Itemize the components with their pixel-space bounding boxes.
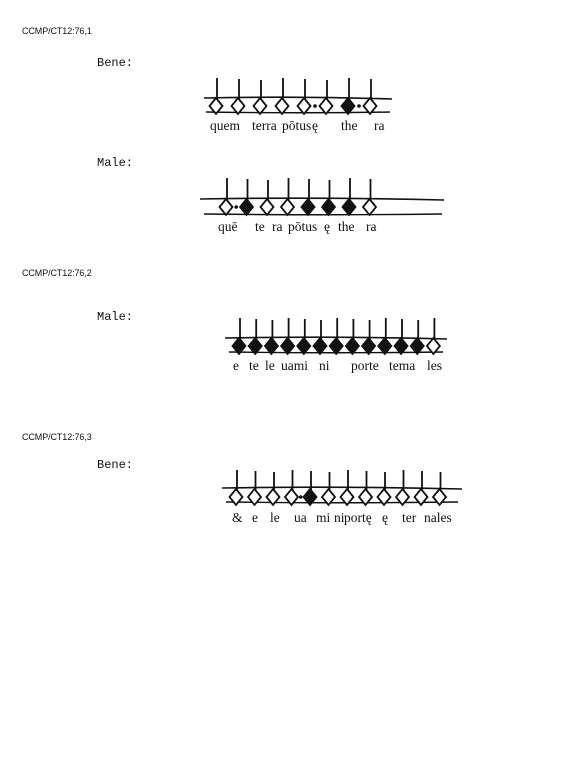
staff-line <box>199 197 445 201</box>
dot-of-division <box>357 104 361 108</box>
black-note <box>360 336 377 356</box>
white-note <box>361 197 378 217</box>
white-note <box>431 487 448 507</box>
white-note <box>228 487 244 507</box>
lyric-syllable: mi <box>316 510 331 525</box>
dot-of-division <box>313 104 317 108</box>
black-note <box>409 336 425 356</box>
lyric-syllable: ni <box>319 358 330 373</box>
lyric-syllable: le <box>270 510 280 525</box>
section-label-1: CCMP/CT12:76,1 <box>22 26 92 36</box>
lyric-syllable: te <box>255 219 265 234</box>
dot-of-division <box>234 205 239 209</box>
verdict-label-1b: Male: <box>97 156 134 170</box>
lyric-syllable: e <box>252 510 258 525</box>
black-note <box>279 336 296 356</box>
staff-line <box>203 96 393 100</box>
lyric-syllable: nales <box>424 510 452 525</box>
lyric-syllable: uami <box>281 358 308 373</box>
staff-line <box>221 486 463 490</box>
verdict-label-2: Male: <box>97 310 134 324</box>
white-note <box>246 487 263 507</box>
white-note <box>208 96 224 116</box>
lyric-syllable: le <box>265 358 275 373</box>
black-note <box>328 336 344 356</box>
white-note <box>259 197 275 217</box>
lyric-syllable: te <box>249 358 259 373</box>
verdict-label-1a: Bene: <box>97 56 134 70</box>
lyric-syllable: ę <box>312 118 318 133</box>
white-note <box>413 487 429 507</box>
lyric-syllable: quem <box>210 118 240 133</box>
white-note <box>218 197 234 217</box>
white-note <box>376 487 392 507</box>
white-note <box>320 487 337 507</box>
black-note <box>377 336 393 356</box>
lyric-syllable: ra <box>374 118 385 133</box>
black-note <box>340 96 356 116</box>
lyric-syllable: & <box>232 510 243 525</box>
lyric-syllable: ę <box>382 510 388 525</box>
black-note <box>312 336 328 356</box>
black-note <box>341 197 357 217</box>
section-label-2: CCMP/CT12:76,2 <box>22 268 92 278</box>
lyric-syllable: portę <box>344 510 372 525</box>
white-note <box>362 96 378 116</box>
white-note <box>318 96 334 116</box>
lyric-syllable: les <box>427 358 442 373</box>
lyric-syllable: pōtus <box>282 118 311 133</box>
lyric-syllable: the <box>338 219 355 234</box>
lyric-syllable: tema <box>389 358 415 373</box>
black-note <box>238 197 255 217</box>
white-note <box>265 487 281 507</box>
white-note <box>425 336 442 356</box>
lyric-syllable: terra <box>252 118 277 133</box>
lyric-syllable: ua <box>294 510 307 525</box>
lyric-syllable: pōtus <box>288 219 317 234</box>
lyric-syllable: ni <box>334 510 345 525</box>
verdict-label-3: Bene: <box>97 458 134 472</box>
lyric-syllable: e <box>233 358 239 373</box>
white-note <box>274 96 290 116</box>
lyric-syllable: ra <box>272 219 283 234</box>
staff-line <box>203 213 443 216</box>
lyric-syllable: quē <box>218 219 238 234</box>
white-note <box>279 197 296 217</box>
white-note <box>283 487 300 507</box>
black-note <box>320 197 337 217</box>
lyric-syllable: the <box>341 118 358 133</box>
black-note <box>231 336 247 356</box>
lyric-syllable: ę <box>324 219 330 234</box>
white-note <box>230 96 246 116</box>
white-note <box>296 96 312 116</box>
white-note <box>339 487 355 507</box>
black-note <box>263 336 280 356</box>
black-note <box>296 336 312 356</box>
lyric-syllable: ter <box>402 510 417 525</box>
white-note <box>394 487 411 507</box>
black-note <box>300 197 316 217</box>
black-note <box>393 336 409 356</box>
dot-of-division <box>298 495 303 499</box>
white-note <box>252 96 268 116</box>
black-note <box>247 336 263 356</box>
staff-line <box>205 111 391 114</box>
lyric-syllable: ra <box>366 219 377 234</box>
white-note <box>357 487 374 507</box>
black-note <box>344 336 361 356</box>
black-note <box>302 487 318 507</box>
lyric-syllable: porte <box>351 358 379 373</box>
section-label-3: CCMP/CT12:76,3 <box>22 432 92 442</box>
